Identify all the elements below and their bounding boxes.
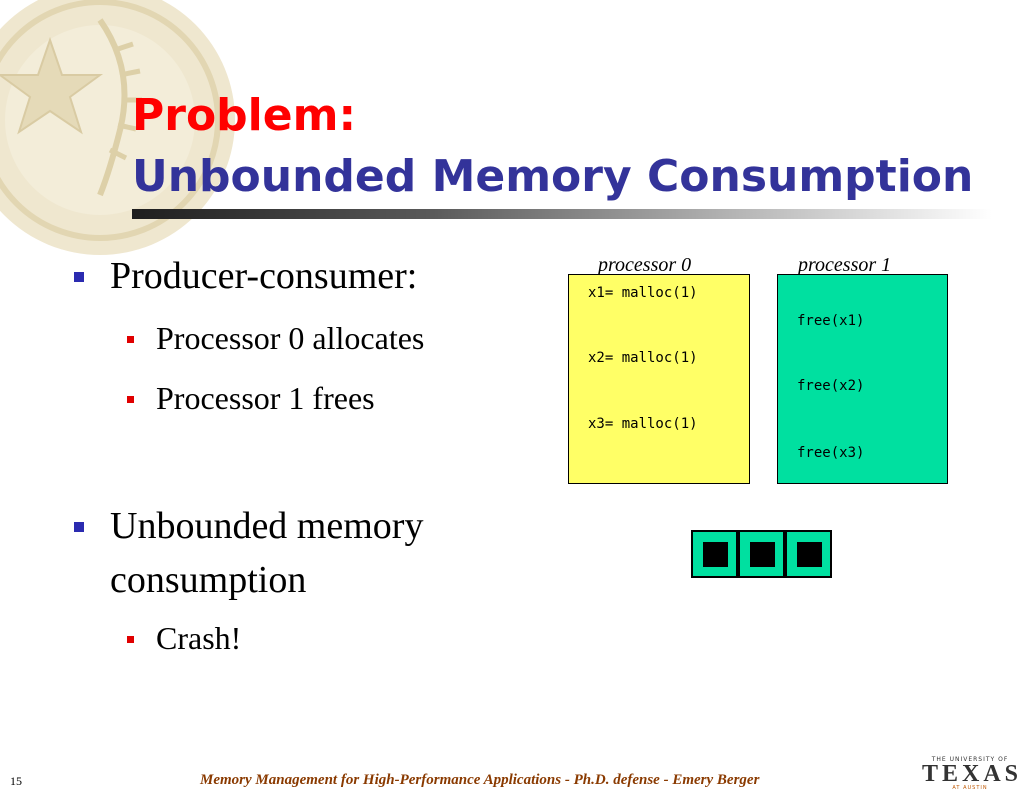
sub-bullet-marker bbox=[127, 336, 134, 343]
memory-block-fill bbox=[703, 542, 728, 567]
logo-top-text: THE UNIVERSITY OF bbox=[931, 756, 1009, 763]
sub-bullet-processor1: Processor 1 frees bbox=[156, 380, 375, 416]
logo-bottom-text: AT AUSTIN bbox=[952, 785, 988, 791]
page-number: 15 bbox=[10, 774, 22, 788]
sub-bullet-processor0: Processor 0 allocates bbox=[156, 320, 425, 356]
bullet-producer-consumer: Producer-consumer: bbox=[110, 255, 418, 297]
sub-bullet-marker bbox=[127, 396, 134, 403]
processor1-label: processor 1 bbox=[798, 254, 892, 276]
memory-block bbox=[738, 530, 785, 578]
memory-block-fill bbox=[797, 542, 822, 567]
sub-bullet-crash: Crash! bbox=[156, 620, 242, 656]
title-underline-rule bbox=[132, 209, 992, 219]
memory-block bbox=[691, 530, 738, 578]
processor0-line1: x1= malloc(1) bbox=[588, 285, 698, 301]
bullet-marker bbox=[74, 522, 84, 532]
memory-block bbox=[785, 530, 832, 578]
bullet-unbounded-line2: consumption bbox=[110, 559, 307, 601]
texas-seal-watermark bbox=[0, 0, 235, 255]
processor1-line1: free(x1) bbox=[797, 313, 865, 329]
processor1-line2: free(x2) bbox=[797, 378, 865, 394]
processor1-line3: free(x3) bbox=[797, 445, 865, 461]
processor0-line3: x3= malloc(1) bbox=[588, 416, 698, 432]
footer-text: Memory Management for High-Performance A… bbox=[200, 772, 760, 788]
processor0-box bbox=[568, 274, 750, 484]
processor0-line2: x2= malloc(1) bbox=[588, 350, 698, 366]
slide-title-problem: Problem: bbox=[132, 90, 357, 141]
processor1-box bbox=[777, 274, 948, 484]
slide-title-subtitle: Unbounded Memory Consumption bbox=[132, 151, 974, 202]
processor0-label: processor 0 bbox=[598, 254, 692, 276]
sub-bullet-marker bbox=[127, 636, 134, 643]
ut-austin-logo: THE UNIVERSITY OF TEXAS AT AUSTIN bbox=[922, 756, 1018, 794]
bullet-marker bbox=[74, 272, 84, 282]
logo-main-text: TEXAS bbox=[922, 761, 1023, 787]
bullet-unbounded-line1: Unbounded memory bbox=[110, 505, 424, 547]
memory-block-fill bbox=[750, 542, 775, 567]
